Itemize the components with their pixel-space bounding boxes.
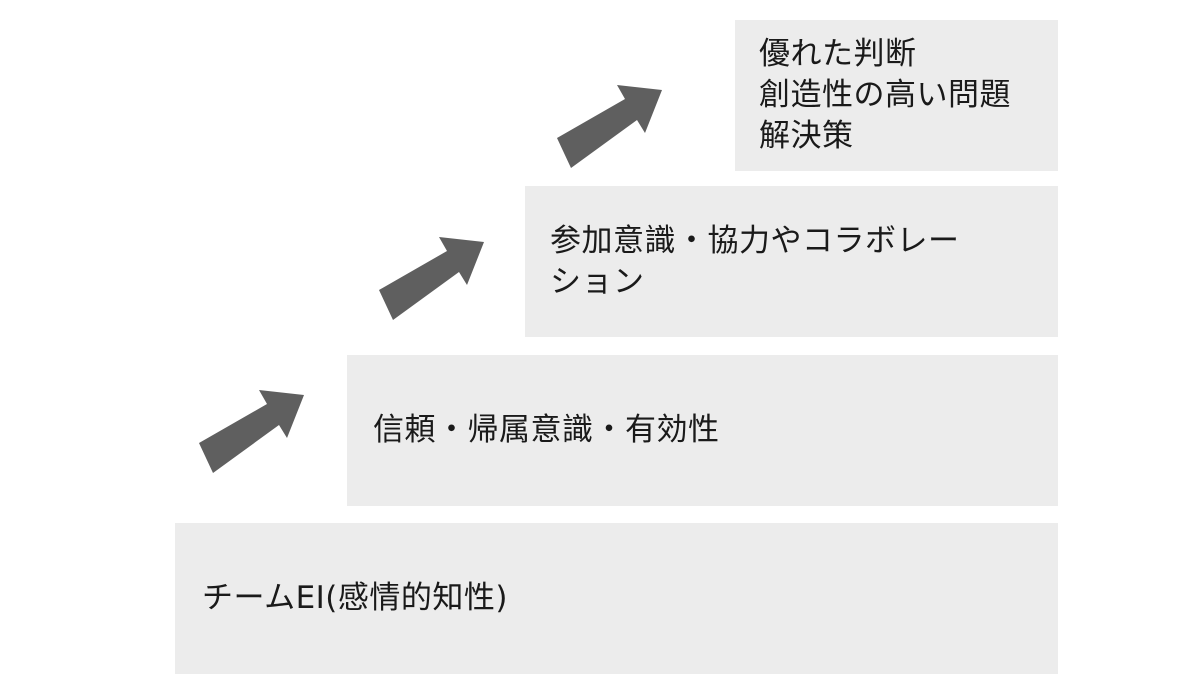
arrow-up-right-icon <box>376 232 496 322</box>
step-decisions-label-line-2: 創造性の高い問題 <box>759 77 1011 113</box>
arrow-up-right-icon <box>196 385 316 475</box>
arrow-up-right-shape-2 <box>379 237 484 320</box>
step-team-ei: チームEI(感情的知性) <box>175 523 1058 674</box>
step-participation-label-line-2: ション <box>550 263 645 300</box>
step-participation-collaboration: 参加意識・協力やコラボレー ション <box>525 186 1058 337</box>
step-trust-belonging-efficacy: 信頼・帰属意識・有効性 <box>347 355 1058 506</box>
arrow-up-right-icon <box>554 80 674 170</box>
arrow-up-right-icon-2-graphic <box>379 237 484 320</box>
step-decisions-label-line-3: 解決策 <box>759 118 854 154</box>
step-better-decisions: 優れた判断 創造性の高い問題 解決策 <box>735 20 1058 171</box>
step-decisions-label-line-1: 優れた判断 <box>759 36 917 72</box>
arrow-up-right-shape-3 <box>557 85 662 168</box>
step-trust-label: 信頼・帰属意識・有効性 <box>373 412 720 448</box>
arrow-up-right-icon-1-graphic <box>199 390 304 473</box>
step-team-ei-label: チームEI(感情的知性) <box>202 580 508 616</box>
arrow-up-right-shape-1 <box>199 390 304 473</box>
step-participation-label-line-1: 参加意識・協力やコラボレー <box>550 222 960 259</box>
arrow-up-right-icon-3-graphic <box>557 85 662 168</box>
